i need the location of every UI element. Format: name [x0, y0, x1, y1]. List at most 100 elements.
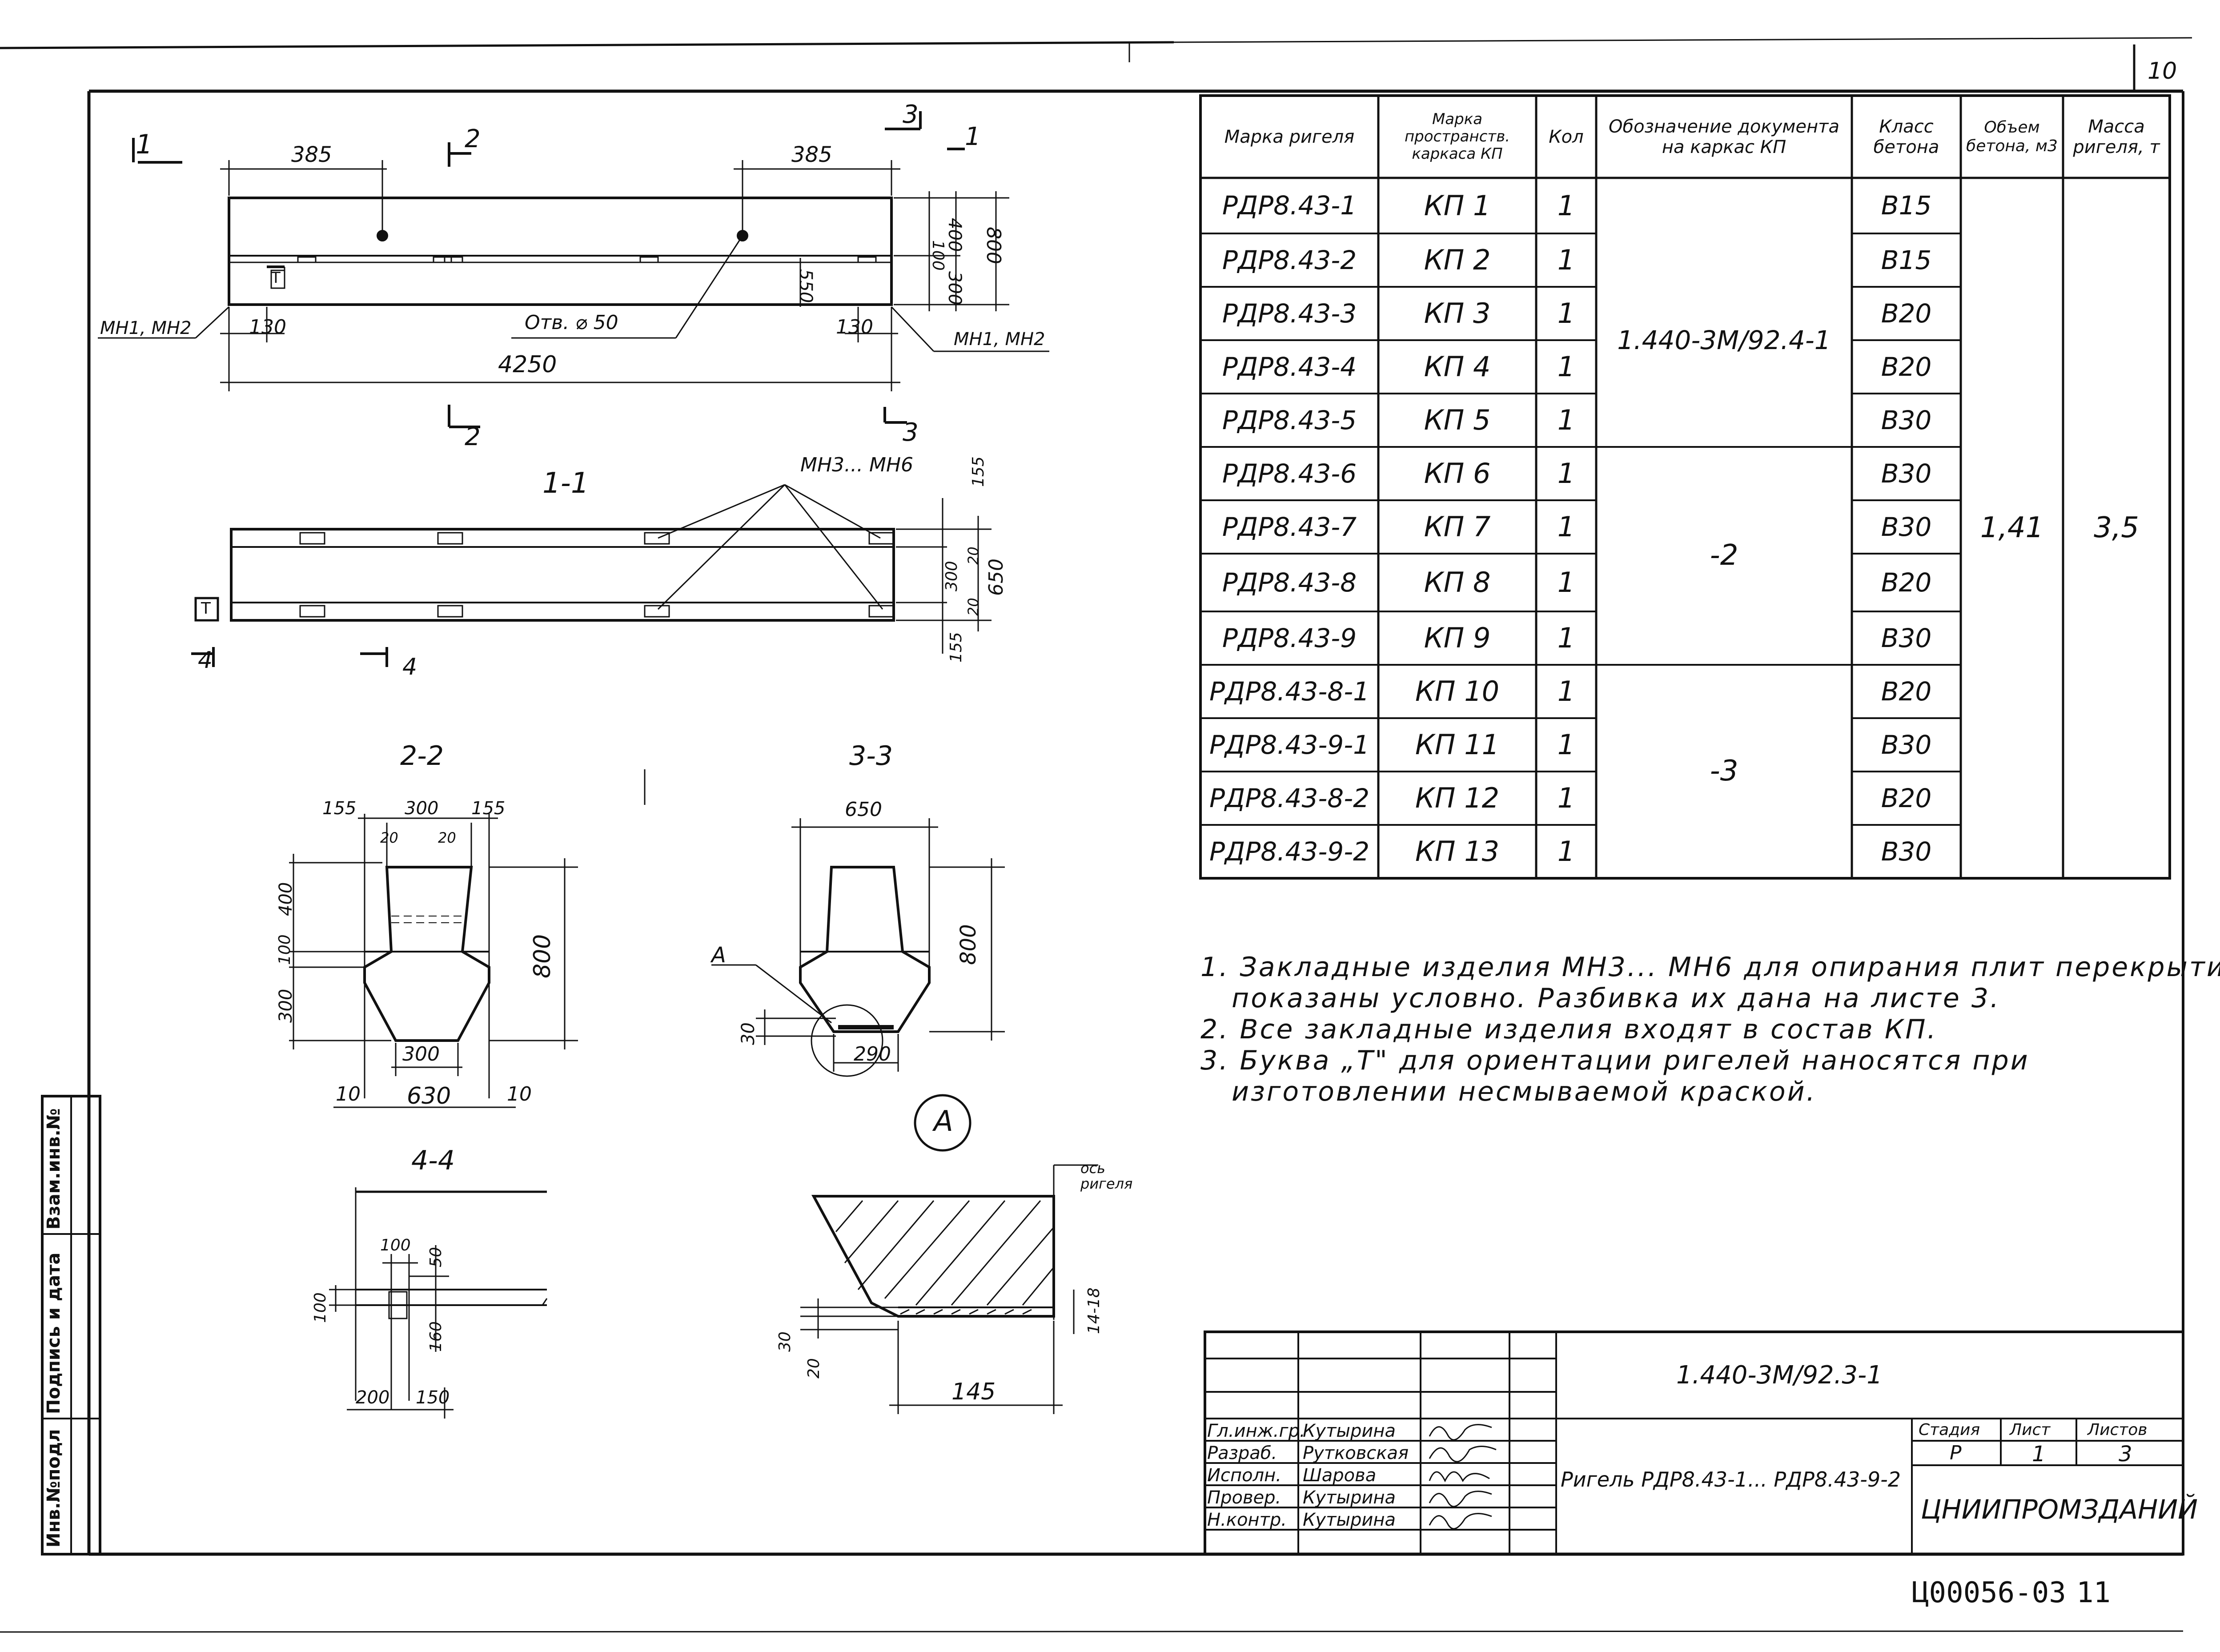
s33-dim-800: 800 — [956, 924, 981, 965]
section-4-4-title: 4-4 — [411, 1145, 455, 1176]
section-ref-3-top: 3 — [903, 100, 919, 129]
s22-dim-20-left: 20 — [380, 829, 398, 846]
s11-dim-155-top: 155 — [969, 456, 988, 487]
dim-385-left: 385 — [291, 142, 332, 167]
s22-dim-155-left: 155 — [322, 798, 357, 819]
side-stamp-inv: Инв.№подл — [44, 1429, 64, 1547]
row-frame: КП 7 — [1424, 510, 1491, 543]
section-2-2-drawing — [289, 814, 578, 1108]
doc-group-2: -2 — [1710, 539, 1738, 572]
section-3-3-drawing — [711, 818, 1005, 1152]
da-dim-30: 30 — [776, 1331, 794, 1352]
table-header-frame: Марка пространств. каркаса КП — [1404, 110, 1510, 163]
s44-dim-100-side: 100 — [311, 1292, 329, 1323]
sig-name-5: Кутырина — [1303, 1510, 1396, 1530]
section-ref-3-bottom: 3 — [903, 418, 919, 447]
section-2-2-title: 2-2 — [400, 740, 444, 772]
row-frame: КП 2 — [1424, 244, 1491, 277]
row-qty: 1 — [1557, 728, 1575, 761]
detail-a-drawing — [800, 1164, 1098, 1414]
s22-dim-630: 630 — [407, 1083, 451, 1109]
table-header-class: Класс бетона — [1873, 116, 1939, 157]
table-header-mass: Масса ригеля, т — [2073, 116, 2160, 157]
section-ref-2-bottom: 2 — [465, 422, 481, 451]
row-mark: РДР8.43-5 — [1222, 405, 1357, 435]
row-concrete-class: В30 — [1881, 729, 1932, 760]
dim-550: 550 — [795, 269, 816, 303]
s22-dim-800: 800 — [529, 934, 556, 978]
row-concrete-class: В15 — [1881, 245, 1932, 275]
note-line-4: 3. Буква „Т" для ориентации ригелей нано… — [1200, 1045, 2030, 1076]
row-concrete-class: В20 — [1881, 676, 1932, 707]
row-qty: 1 — [1557, 675, 1575, 708]
note-line-5: изготовлении несмываемой краской. — [1232, 1076, 1817, 1107]
row-mark: РДР8.43-6 — [1222, 458, 1357, 489]
s22-dim-10-left: 10 — [336, 1083, 361, 1105]
row-mark: РДР8.43-9-1 — [1209, 729, 1370, 760]
row-frame: КП 6 — [1424, 457, 1491, 490]
row-mark: РДР8.43-8 — [1222, 567, 1357, 598]
dim-400: 400 — [944, 218, 965, 252]
t-mark-elevation: Т — [271, 269, 281, 287]
da-dim-14-18: 14-18 — [1085, 1287, 1103, 1334]
row-concrete-class: В30 — [1881, 511, 1932, 542]
sig-name-1: Кутырина — [1303, 1421, 1396, 1441]
row-frame: КП 8 — [1424, 566, 1491, 599]
table-header-volume: Объем бетона, м3 — [1966, 118, 2058, 155]
table-header-qty: Кол — [1549, 126, 1584, 147]
archive-page: 11 — [2076, 1576, 2111, 1609]
section-1-1-title: 1-1 — [542, 467, 589, 500]
sig-name-2: Рутковская — [1303, 1443, 1409, 1463]
sheet-value: 1 — [2032, 1442, 2046, 1467]
title-block-grid — [1204, 1330, 2184, 1556]
archive-code: Ц00056-03 — [1912, 1576, 2066, 1609]
note-line-2: показаны условно. Разбивка их дана на ли… — [1232, 983, 2001, 1014]
doc-group-1: 1.440-3М/92.4-1 — [1617, 325, 1831, 355]
section-3-3-title: 3-3 — [849, 740, 893, 772]
row-frame: КП 12 — [1415, 782, 1500, 815]
mass-value: 3,5 — [2094, 511, 2139, 544]
doc-group-3: -3 — [1710, 755, 1738, 788]
s33-detail-callout: А — [711, 943, 726, 968]
row-qty: 1 — [1557, 404, 1575, 437]
row-qty: 1 — [1557, 457, 1575, 490]
s11-dim-155-bottom: 155 — [947, 632, 965, 663]
s11-dim-650: 650 — [985, 559, 1008, 596]
sig-role-4: Провер. — [1207, 1487, 1281, 1508]
s44-dim-200: 200 — [356, 1387, 390, 1408]
spec-table-grid — [1199, 94, 2171, 880]
row-frame: КП 9 — [1424, 622, 1491, 655]
sig-role-5: Н.контр. — [1207, 1510, 1287, 1530]
beam-elevation — [98, 111, 1049, 428]
dim-100: 100 — [929, 240, 947, 271]
row-qty: 1 — [1557, 782, 1575, 815]
section-4-4-drawing — [329, 1187, 548, 1419]
row-qty: 1 — [1557, 566, 1575, 599]
s33-dim-30: 30 — [738, 1022, 759, 1045]
row-mark: РДР8.43-4 — [1222, 351, 1357, 382]
s22-dim-300-top: 300 — [405, 798, 439, 819]
row-qty: 1 — [1557, 510, 1575, 543]
row-mark: РДР8.43-1 — [1222, 190, 1357, 221]
dim-130-left: 130 — [249, 316, 286, 338]
row-frame: КП 5 — [1424, 404, 1491, 437]
detail-a-axis-label: ось ригеля — [1080, 1160, 1133, 1193]
s22-dim-300-side: 300 — [276, 989, 296, 1023]
s11-dim-300: 300 — [943, 561, 961, 591]
sig-role-2: Разраб. — [1207, 1443, 1277, 1463]
row-mark: РДР8.43-9-2 — [1209, 836, 1370, 867]
row-mark: РДР8.43-2 — [1222, 245, 1357, 275]
s22-dim-155-right: 155 — [471, 798, 506, 819]
s44-dim-100-top: 100 — [380, 1236, 411, 1254]
section-ref-4-left: 4 — [198, 647, 213, 674]
note-line-1: 1. Закладные изделия МН3... МН6 для опир… — [1200, 952, 2220, 983]
note-line-3: 2. Все закладные изделия входят в состав… — [1200, 1014, 1938, 1045]
mark-hole: Отв. ⌀ 50 — [525, 311, 618, 334]
sheets-value: 3 — [2119, 1442, 2132, 1467]
s33-dim-290: 290 — [854, 1043, 891, 1065]
sig-role-3: Исполн. — [1207, 1465, 1281, 1486]
t-mark-section: Т — [201, 599, 211, 618]
sig-role-1: Гл.инж.гр. — [1207, 1421, 1305, 1441]
s44-dim-50: 50 — [427, 1247, 445, 1267]
